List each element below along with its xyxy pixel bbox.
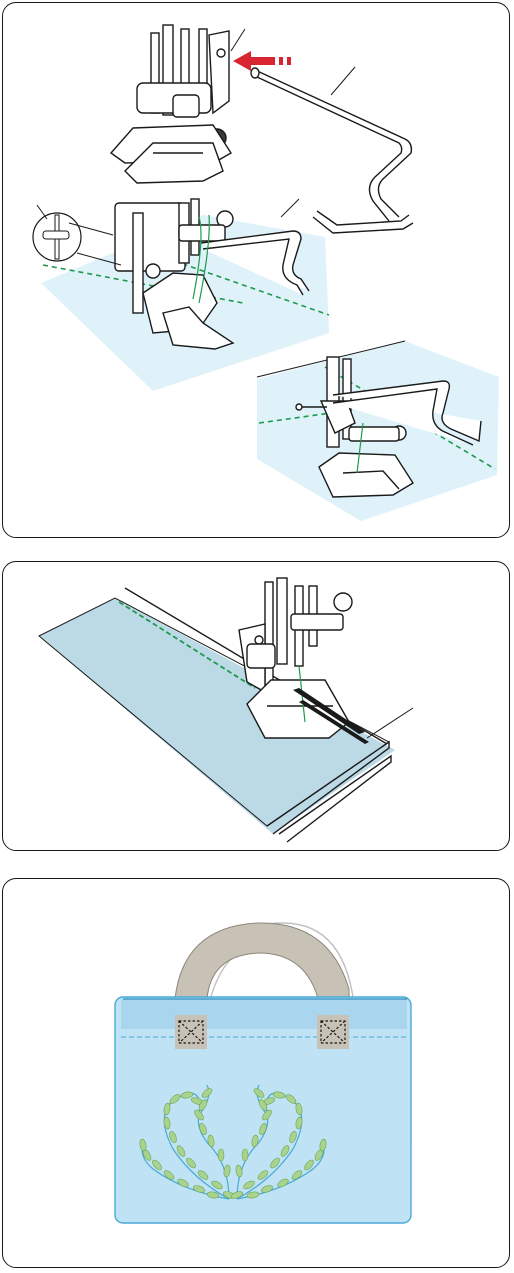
fabric-edge-illustration — [3, 562, 510, 851]
panel-fabric-edge-guide — [2, 561, 510, 851]
panel-attach-guide — [2, 2, 510, 538]
insert-arrow-icon — [233, 51, 291, 71]
leader-line — [281, 199, 299, 217]
panel-tote-bag-example — [2, 878, 510, 1268]
presser-foot-holder — [111, 25, 231, 183]
attach-guide-illustration — [3, 3, 510, 538]
leaf-stitch — [218, 1149, 224, 1161]
leaf-stitch — [242, 1149, 248, 1161]
quilting-guide-bar — [251, 68, 413, 233]
leader-line — [331, 67, 355, 95]
leader-line — [231, 29, 245, 51]
tote-bag-illustration — [3, 879, 510, 1268]
